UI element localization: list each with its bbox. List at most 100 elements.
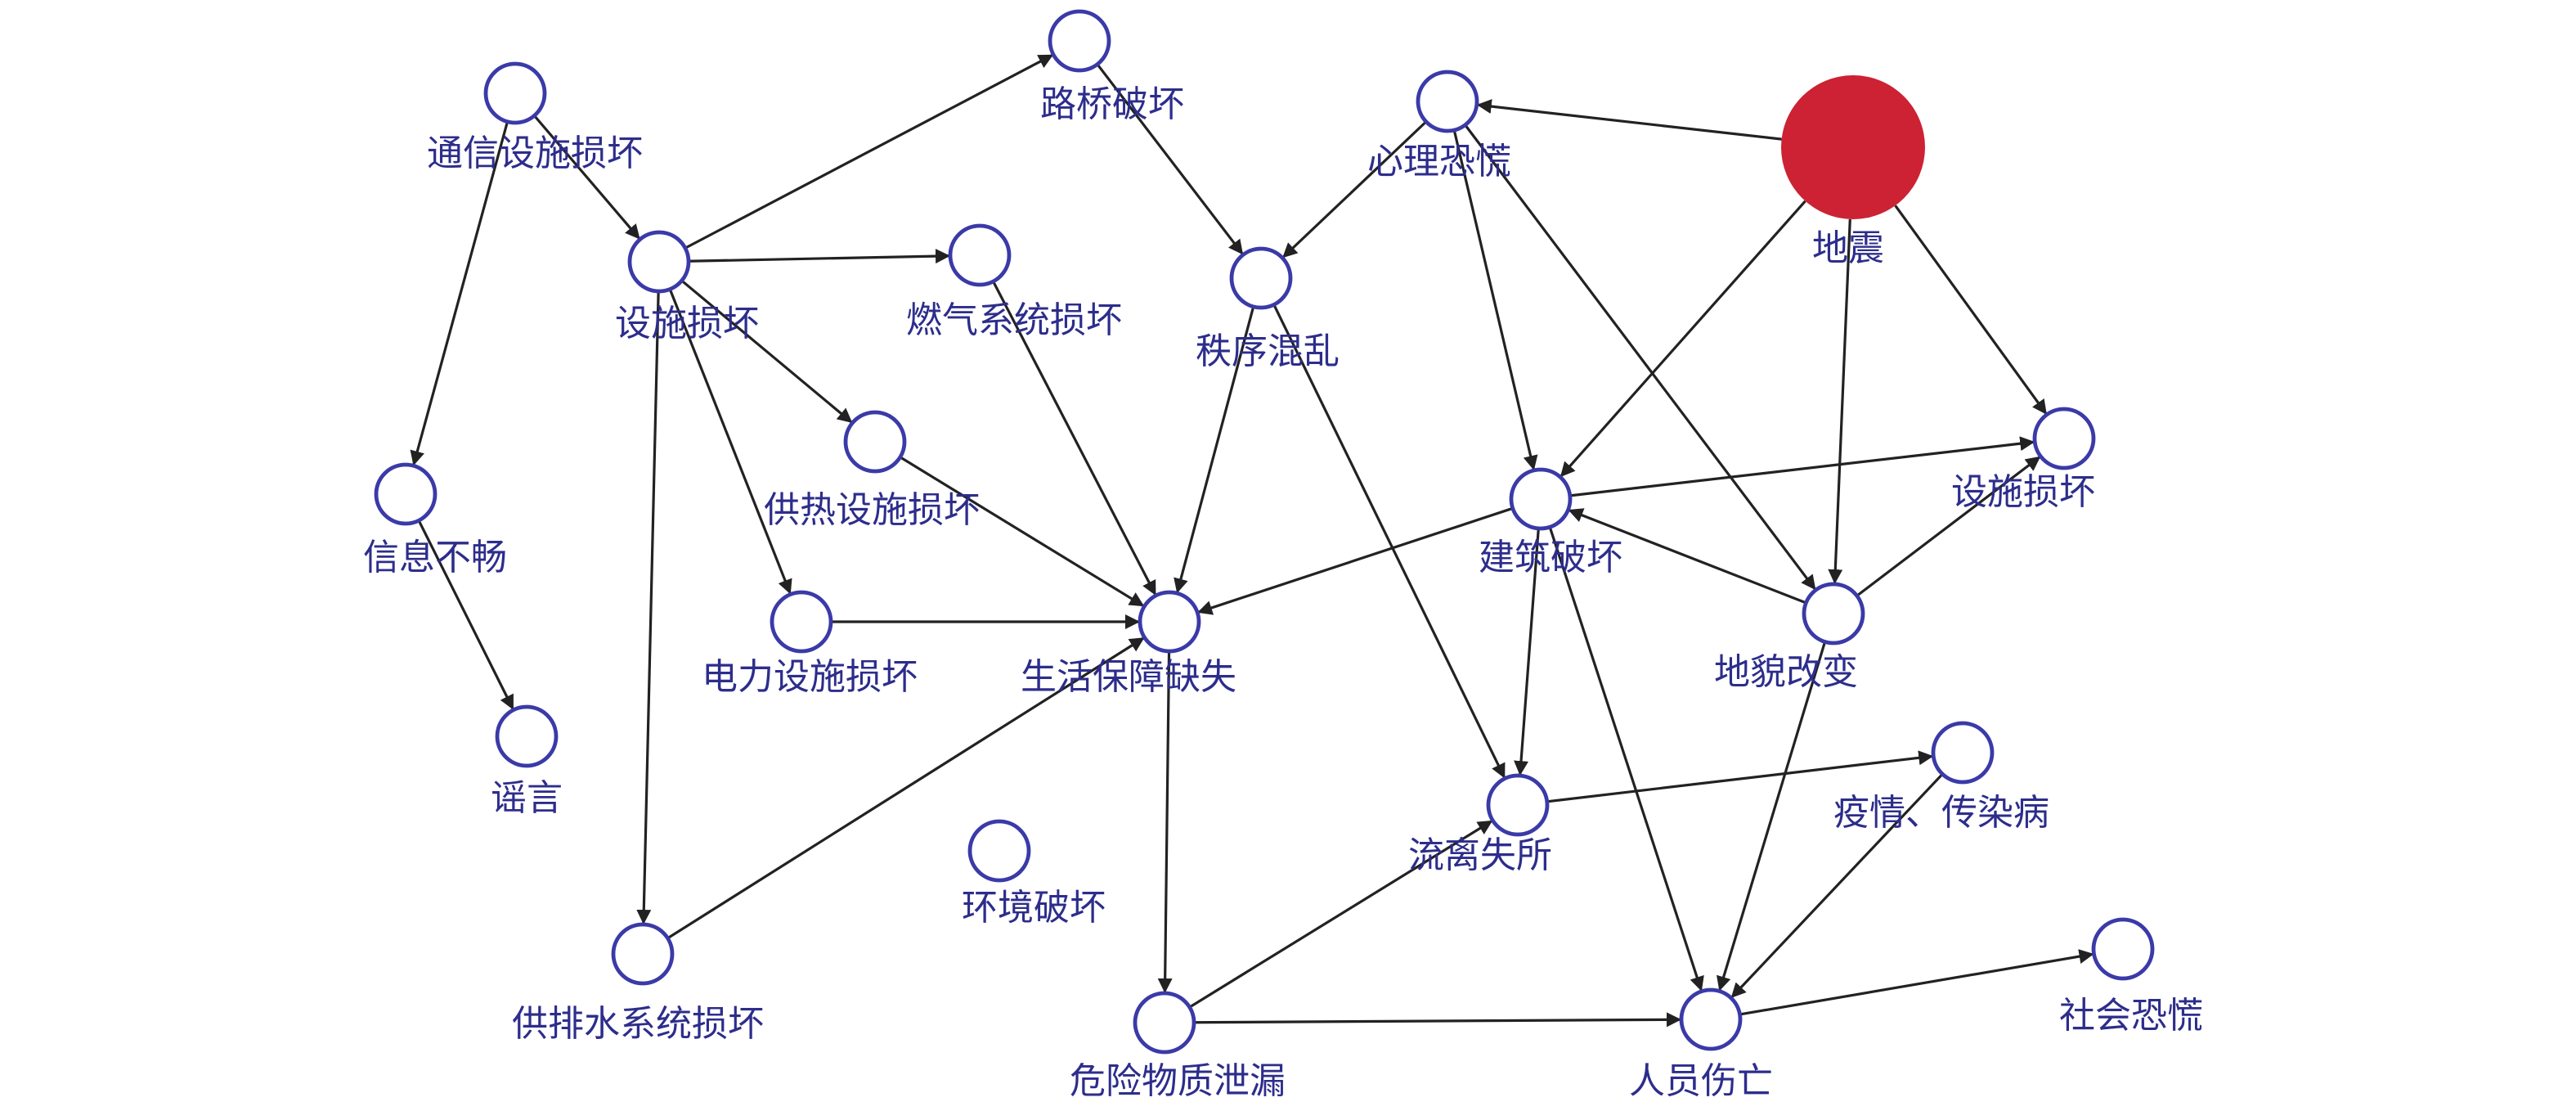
node-label-dianli: 电力设施损坏: [702, 656, 918, 698]
edge-dizhen-to-xinli: [1476, 99, 1782, 141]
edge-zhixu-to-shenghuo: [1174, 306, 1255, 594]
node-tongxin: 通信设施损坏: [427, 61, 643, 174]
node-label-dimao: 地貌改变: [1714, 651, 1858, 693]
node-huanjing: 环境破坏: [962, 819, 1106, 929]
node-liuli: 流离失所: [1408, 773, 1552, 876]
node-circle-weixian: [1133, 991, 1196, 1055]
node-gongre: 供热设施损坏: [764, 410, 980, 531]
node-shehui: 社会恐慌: [2059, 917, 2203, 1037]
node-renyuan: 人员伤亡: [1629, 987, 1773, 1102]
edge-weixian-to-renyuan: [1193, 1012, 1682, 1028]
edge-liuli-to-yiqing: [1546, 750, 1934, 803]
node-label-tongxin: 通信设施损坏: [427, 133, 643, 174]
node-dianli: 电力设施损坏: [702, 590, 918, 698]
node-yiqing: 疫情、传染病: [1833, 721, 2049, 834]
node-circle-gongpai: [611, 922, 675, 986]
edge-xinli-to-dimao: [1464, 124, 1816, 591]
node-label-yiqing: 疫情、传染病: [1833, 792, 2049, 834]
edge-xinli-to-jianzhu: [1452, 129, 1538, 470]
node-label-xinli: 心理恐慌: [1367, 141, 1511, 182]
node-circle-xinli: [1416, 70, 1479, 133]
node-label-gongpai: 供排水系统损坏: [512, 1003, 764, 1045]
edge-shenghuo-to-weixian: [1157, 650, 1173, 994]
node-circle-renyuan: [1679, 987, 1743, 1051]
node-label-yaoyan: 谣言: [491, 777, 563, 819]
node-label-huanjing: 环境破坏: [962, 887, 1106, 929]
node-label-weixian: 危险物质泄漏: [1070, 1060, 1286, 1102]
edge-renyuan-to-shehui: [1739, 949, 2094, 1016]
node-label-renyuan: 人员伤亡: [1629, 1060, 1773, 1102]
node-circle-zhixu: [1229, 246, 1293, 310]
edge-sheshi1-to-gongre: [680, 279, 853, 423]
edge-dizhen-to-sheshi2: [1894, 205, 2047, 415]
node-circle-dimao: [1802, 582, 1865, 645]
node-label-gongre: 供热设施损坏: [764, 489, 980, 531]
node-sheshi1: 设施损坏: [615, 230, 759, 344]
node-circle-shehui: [2091, 917, 2155, 981]
node-circle-yaoyan: [495, 704, 559, 768]
edge-jianzhu-to-renyuan: [1548, 526, 1704, 992]
node-label-dizhen: 地震: [1812, 227, 1884, 269]
node-circle-liuli: [1486, 773, 1550, 837]
node-circle-tongxin: [483, 61, 547, 125]
node-label-zhixu: 秩序混乱: [1196, 331, 1340, 372]
edge-sheshi1-to-gongpai: [636, 290, 660, 925]
node-circle-huanjing: [967, 819, 1031, 883]
node-circle-jianzhu: [1509, 467, 1573, 531]
node-xinli: 心理恐慌: [1367, 70, 1511, 182]
edge-dimao-to-sheshi2: [1856, 456, 2041, 597]
node-shenghuo: 生活保障缺失: [1021, 590, 1236, 698]
node-label-luqiao: 路桥破坏: [1040, 83, 1184, 125]
edge-sheshi1-to-ranqi: [688, 249, 951, 264]
edge-jianzhu-to-sheshi2: [1569, 436, 2035, 497]
edge-sheshi1-to-dianli: [668, 288, 792, 595]
node-xinxi: 信息不畅: [363, 462, 507, 578]
node-circle-dizhen: [1781, 75, 1925, 219]
edge-yiqing-to-renyuan: [1730, 773, 1944, 998]
edge-ranqi-to-shenghuo: [992, 281, 1156, 596]
edge-layer: [410, 54, 2094, 1028]
edge-gongpai-to-shenghuo: [666, 636, 1145, 940]
node-sheshi2: 设施损坏: [1951, 407, 2096, 513]
node-dimao: 地貌改变: [1714, 582, 1865, 693]
node-label-liuli: 流离失所: [1408, 834, 1552, 876]
node-circle-sheshi1: [627, 230, 691, 294]
node-label-shehui: 社会恐慌: [2059, 995, 2203, 1037]
node-weixian: 危险物质泄漏: [1070, 991, 1286, 1102]
edge-weixian-to-liuli: [1188, 820, 1493, 1009]
edge-xinxi-to-yaoyan: [417, 520, 514, 710]
node-gongpai: 供排水系统损坏: [512, 922, 764, 1045]
node-luqiao: 路桥破坏: [1040, 9, 1184, 125]
node-dizhen: 地震: [1781, 75, 1925, 269]
edge-luqiao-to-zhixu: [1096, 63, 1244, 255]
node-zhixu: 秩序混乱: [1196, 246, 1340, 372]
edge-dizhen-to-jianzhu: [1560, 200, 1806, 478]
node-ranqi: 燃气系统损坏: [906, 223, 1122, 341]
node-circle-dianli: [770, 590, 833, 654]
node-label-jianzhu: 建筑破坏: [1479, 537, 1622, 578]
node-label-ranqi: 燃气系统损坏: [906, 299, 1122, 341]
edge-dimao-to-renyuan: [1717, 641, 1827, 992]
node-circle-sheshi2: [2032, 407, 2096, 470]
edge-jianzhu-to-liuli: [1514, 528, 1540, 776]
node-label-sheshi2: 设施损坏: [1951, 471, 2095, 513]
edge-dimao-to-jianzhu: [1568, 508, 1807, 605]
node-label-sheshi1: 设施损坏: [615, 303, 759, 344]
node-circle-xinxi: [374, 462, 438, 526]
edge-tongxin-to-sheshi1: [533, 115, 640, 240]
node-circle-ranqi: [948, 223, 1012, 287]
edge-gongre-to-shenghuo: [899, 456, 1145, 607]
edge-sheshi1-to-luqiao: [684, 54, 1054, 250]
node-label-xinxi: 信息不畅: [363, 537, 507, 578]
edge-tongxin-to-xinxi: [410, 121, 509, 466]
node-yaoyan: 谣言: [491, 704, 563, 819]
node-jianzhu: 建筑破坏: [1479, 467, 1622, 578]
edge-dizhen-to-dimao: [1828, 218, 1851, 585]
edge-xinli-to-zhixu: [1282, 120, 1427, 259]
edge-zhixu-to-liuli: [1272, 304, 1506, 779]
edge-jianzhu-to-shenghuo: [1197, 506, 1514, 615]
node-circle-shenghuo: [1138, 590, 1201, 654]
node-circle-yiqing: [1931, 721, 1995, 785]
